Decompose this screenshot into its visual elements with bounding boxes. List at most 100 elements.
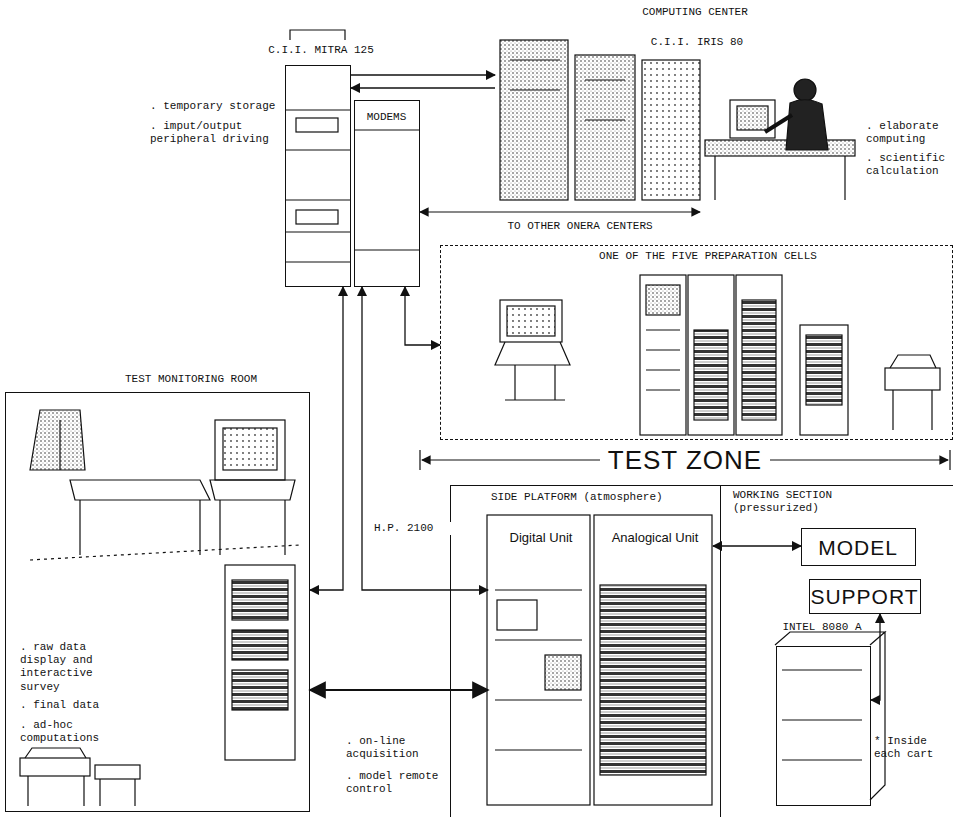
drawing-stroke (765, 115, 792, 132)
drawing-stroke (290, 30, 345, 40)
drawing-stroke (495, 590, 582, 750)
node-label: MODEMS (355, 111, 418, 124)
annotation-label: . elaborate computing (866, 120, 950, 146)
annotation-label: TO OTHER ONERA CENTERS (480, 220, 680, 233)
connector-arrow (310, 287, 343, 590)
drawing-stroke (507, 306, 555, 336)
drawing-stroke (59, 420, 60, 470)
annotation-label: . on-line acquisition (346, 735, 446, 761)
drawing-stroke (70, 480, 210, 500)
node-note: C.I.I. IRIS 80 (635, 36, 759, 49)
drawing-stroke (80, 500, 200, 555)
drawing-stroke (25, 748, 86, 806)
connector-arrow (351, 87, 495, 88)
node-label: WORKING SECTION (pressurized) (733, 489, 883, 515)
drawing-stroke (642, 60, 700, 200)
drawing-stroke (495, 342, 570, 400)
drawing-stroke (742, 300, 776, 420)
drawing-stroke (794, 79, 816, 101)
drawing-stroke (487, 515, 590, 805)
drawing-stroke (30, 410, 85, 470)
drawing-stroke (95, 765, 140, 779)
drawing-stroke (640, 275, 686, 435)
support-box: SUPPORT (809, 579, 921, 614)
drawing-stroke (20, 758, 90, 776)
node-note: . raw data display and interactive surve… (20, 641, 130, 694)
drawing-stroke (296, 210, 338, 224)
drawing-stroke (646, 285, 680, 315)
drawing-stroke (885, 368, 940, 390)
drawing-stroke (225, 565, 295, 760)
connector-arrow (362, 287, 488, 590)
drawing-stroke (646, 330, 680, 390)
drawing-stroke (354, 130, 420, 250)
drawing-stroke (737, 106, 768, 130)
node-note: . final data (20, 699, 130, 712)
drawing-stroke (775, 632, 885, 800)
annotation-label: * Inside each cart (874, 735, 950, 761)
drawing-stroke (232, 580, 288, 620)
drawing-stroke (223, 428, 277, 470)
computer-cabinet: C.I.I. MITRA 125 (285, 65, 351, 287)
drawing-stroke (694, 330, 728, 420)
annotation-label: . model remote control (346, 770, 446, 796)
annotation-label: TEST ZONE (600, 445, 770, 476)
node-label: SIDE PLATFORM (atmosphere) (491, 491, 701, 504)
drawing-stroke (232, 630, 288, 660)
drawing-stroke (575, 55, 635, 200)
node-label: Digital Unit (506, 530, 576, 546)
preparation-cell: ONE OF THE FIVE PREPARATION CELLS (440, 245, 953, 440)
computing-center: COMPUTING CENTERC.I.I. IRIS 80 (495, 28, 860, 208)
drawing-stroke (594, 515, 712, 805)
drawing-stroke (705, 140, 855, 156)
intel-cart: INTEL 8080 A (776, 646, 871, 806)
connector-arrow (351, 74, 495, 75)
drawing-stroke (890, 355, 936, 430)
connector-arrow (713, 545, 801, 546)
annotation-label: . imput/output peripheral driving (150, 120, 282, 146)
node-label: Analogical Unit (605, 530, 705, 546)
drawing-stroke (500, 40, 568, 200)
node-label: TEST MONITORING ROOM (106, 373, 276, 386)
digital-unit: Digital Unit (488, 516, 591, 806)
drawing-stroke (736, 275, 782, 435)
drawing-stroke (510, 60, 625, 120)
drawing-stroke (100, 779, 135, 806)
drawing-stroke (420, 211, 700, 212)
modem-cabinet: MODEMS (354, 100, 420, 287)
drawing-stroke (232, 670, 288, 710)
drawing-stroke (215, 420, 285, 480)
node-note: . ad-hoc computations (20, 719, 130, 745)
drawing-stroke (210, 480, 295, 555)
annotation-label: . temporary storage (150, 100, 282, 113)
drawing-stroke (545, 655, 581, 690)
model-box: MODEL (801, 528, 916, 566)
computer-cabinets (20, 30, 950, 806)
drawing-stroke (30, 545, 300, 560)
edge-label: H.P. 2100 (372, 522, 456, 535)
drawing-stroke (782, 670, 862, 760)
drawing-stroke (715, 156, 845, 200)
analogical-unit: Analogical Unit (595, 516, 713, 806)
monitoring-room: TEST MONITORING ROOM. raw data display a… (5, 392, 310, 812)
drawing-stroke (600, 585, 706, 775)
node-label: C.I.I. MITRA 125 (256, 44, 386, 57)
node-label: SUPPORT (810, 584, 919, 609)
connector-arrow (405, 287, 440, 345)
node-label: COMPUTING CENTER (595, 6, 795, 19)
drawing-stroke (786, 100, 828, 150)
node-label: MODEL (802, 535, 914, 560)
connector-arrow (871, 614, 880, 700)
drawing-stroke (800, 325, 848, 435)
drawing-stroke (688, 275, 734, 435)
drawing-stroke (806, 335, 842, 405)
connector-arrow (310, 689, 488, 691)
working-section: WORKING SECTION (pressurized) MODEL SUPPOR… (720, 485, 953, 817)
drawing-stroke (285, 110, 350, 262)
drawing-stroke (497, 600, 537, 630)
side-platform: SIDE PLATFORM (atmosphere) Digital Unit An… (450, 485, 720, 817)
node-label: ONE OF THE FIVE PREPARATION CELLS (581, 250, 835, 263)
